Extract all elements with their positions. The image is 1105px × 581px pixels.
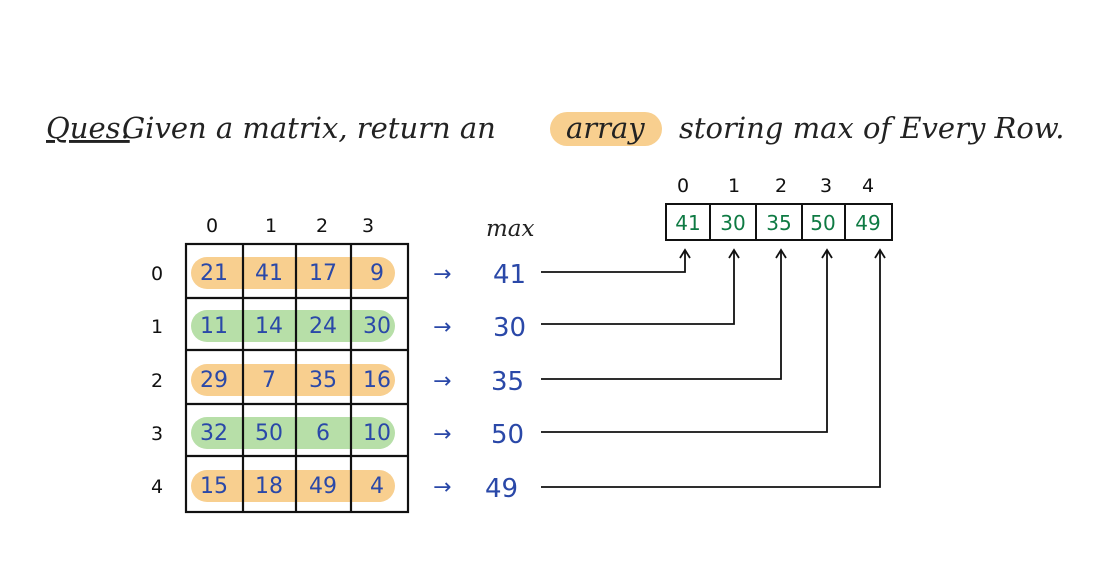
- matrix-row-index: 2: [151, 370, 163, 392]
- connector-arrowheads: [679, 248, 886, 259]
- matrix-cell: 11: [200, 314, 228, 339]
- matrix-cell: 49: [309, 474, 337, 499]
- row-arrow: →: [433, 315, 451, 340]
- question-text-after: storing max of Every Row.: [679, 111, 1064, 145]
- result-array: 0 1 2 3 4 41 30 35 50 49: [665, 175, 893, 241]
- max-value: 35: [491, 367, 524, 397]
- matrix-grid: [184, 242, 410, 514]
- result-index: 4: [862, 175, 874, 197]
- row-arrow: →: [433, 422, 451, 447]
- matrix-cell: 30: [363, 314, 391, 339]
- result-index: 2: [775, 175, 787, 197]
- matrix-cell: 4: [370, 474, 384, 499]
- matrix-cell: 6: [316, 421, 330, 446]
- connector-line: [541, 250, 828, 433]
- matrix-cell: 10: [363, 421, 391, 446]
- result-array-box: [665, 203, 893, 241]
- matrix-cell: 41: [255, 261, 283, 286]
- max-label: max: [486, 216, 535, 242]
- question-text-before: Given a matrix, return an: [122, 111, 496, 145]
- max-value: 41: [493, 260, 526, 290]
- matrix-cell: 17: [309, 261, 337, 286]
- question-heading: Ques. Given a matrix, return an array st…: [46, 111, 1064, 146]
- matrix-col-index: 1: [265, 215, 277, 237]
- matrix-row-index: 4: [151, 476, 163, 498]
- result-index: 3: [820, 175, 832, 197]
- result-value: 50: [810, 211, 835, 235]
- matrix-cell: 35: [309, 368, 337, 393]
- result-index: 0: [677, 175, 689, 197]
- matrix-col-index: 2: [316, 215, 328, 237]
- matrix-cell: 14: [255, 314, 283, 339]
- matrix-row-index: 1: [151, 316, 163, 338]
- matrix-cell: 16: [363, 368, 391, 393]
- result-value: 35: [766, 211, 791, 235]
- matrix-cell: 18: [255, 474, 283, 499]
- connector-line: [541, 250, 881, 488]
- connector-line: [541, 250, 782, 380]
- row-arrow: →: [433, 262, 451, 287]
- result-value: 30: [720, 211, 745, 235]
- max-value: 30: [493, 313, 526, 343]
- question-prefix: Ques.: [46, 111, 130, 145]
- matrix-row-index: 3: [151, 423, 163, 445]
- matrix-cell: 7: [262, 368, 276, 393]
- row-arrow: →: [433, 369, 451, 394]
- arrowhead: [728, 248, 740, 259]
- matrix-cell: 21: [200, 261, 228, 286]
- arrowhead: [679, 248, 691, 259]
- matrix-cell: 29: [200, 368, 228, 393]
- arrowhead: [775, 248, 787, 259]
- max-value: 50: [491, 420, 524, 450]
- arrowhead: [821, 248, 833, 259]
- array-highlight: [550, 112, 662, 146]
- matrix: 0 1 2 3 0 1 2 3 4 21 41 17 9 11 14 24 30…: [151, 215, 410, 514]
- matrix-col-index: 3: [362, 215, 374, 237]
- matrix-cell: 50: [255, 421, 283, 446]
- max-value: 49: [485, 474, 518, 504]
- matrix-cell: 9: [370, 261, 384, 286]
- max-column: max → → → → → 41 30 35 50 49: [433, 216, 535, 504]
- matrix-cell: 24: [309, 314, 337, 339]
- connector-line: [541, 250, 735, 325]
- connector-line: [541, 250, 686, 273]
- matrix-cell: 15: [200, 474, 228, 499]
- matrix-col-index: 0: [206, 215, 218, 237]
- result-value: 41: [675, 211, 700, 235]
- connector-lines: [541, 250, 881, 488]
- question-highlight-word: array: [566, 111, 645, 145]
- row-arrow: →: [433, 475, 451, 500]
- matrix-cell: 32: [200, 421, 228, 446]
- matrix-row-index: 0: [151, 263, 163, 285]
- result-index: 1: [728, 175, 740, 197]
- arrowhead: [874, 248, 886, 259]
- result-value: 49: [855, 211, 880, 235]
